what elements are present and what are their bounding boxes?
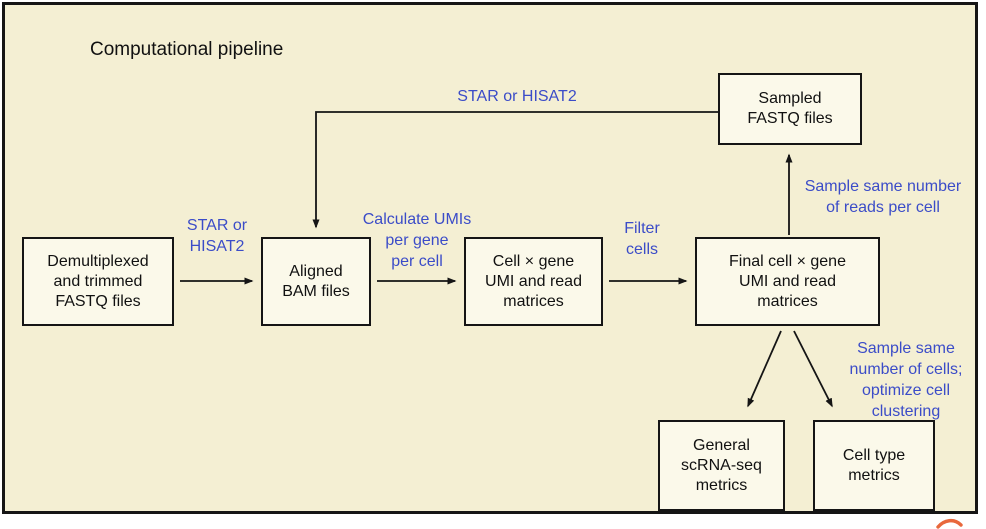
node-aligned-bam: Aligned BAM files xyxy=(261,237,371,326)
node-sampled-fastq: Sampled FASTQ files xyxy=(718,73,862,145)
figure-title: Computational pipeline xyxy=(90,39,284,60)
label-sample-reads: Sample same number of reads per cell xyxy=(804,178,962,216)
node-general-metrics: General scRNA-seq metrics xyxy=(658,420,785,511)
label-star-hisat2-main: STAR or HISAT2 xyxy=(186,217,248,255)
label-calculate-umis: Calculate UMIs per gene per cell xyxy=(362,211,472,270)
node-demultiplexed-fastq: Demultiplexed and trimmed FASTQ files xyxy=(22,237,174,326)
node-cell-gene-matrices: Cell × gene UMI and read matrices xyxy=(464,237,603,326)
node-celltype-metrics: Cell type metrics xyxy=(813,420,935,511)
orange-swoosh-icon xyxy=(936,519,963,529)
label-filter-cells: Filter cells xyxy=(624,220,660,258)
label-sample-cells: Sample same number of cells; optimize ce… xyxy=(849,340,963,420)
label-star-hisat2-resample: STAR or HISAT2 xyxy=(457,88,577,105)
node-final-matrices: Final cell × gene UMI and read matrices xyxy=(695,237,880,326)
